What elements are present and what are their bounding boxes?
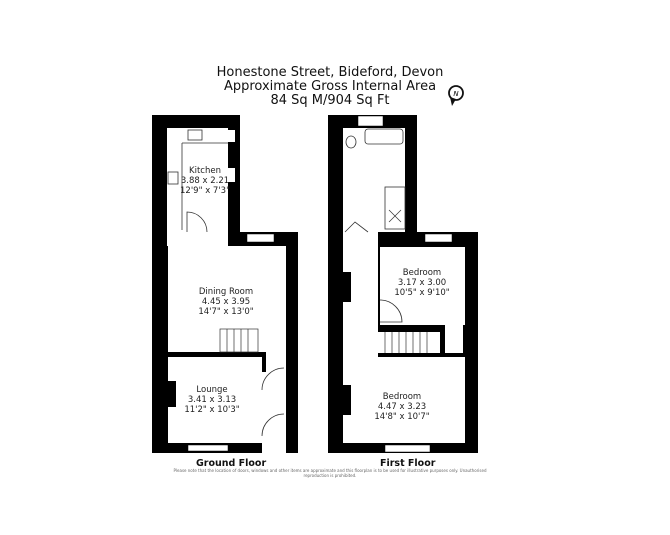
svg-text:Dining Room: Dining Room	[199, 287, 253, 297]
stairs-icon	[219, 328, 259, 353]
svg-text:Bedroom: Bedroom	[383, 392, 421, 402]
svg-text:10'5" x 9'10": 10'5" x 9'10"	[394, 288, 449, 298]
door-icon	[186, 211, 208, 233]
svg-text:11'2" x 10'3": 11'2" x 10'3"	[184, 405, 239, 415]
ground-floor-label: Ground Floor	[196, 458, 267, 469]
compass-icon: N	[448, 85, 464, 106]
fireplace-icon	[343, 385, 351, 415]
svg-text:3.41 x 3.13: 3.41 x 3.13	[188, 395, 236, 405]
window	[424, 233, 453, 243]
first-floor-plan: Bedroom 3.17 x 3.00 10'5" x 9'10" Bedroo…	[328, 115, 478, 453]
hob-icon	[167, 171, 179, 185]
toilet-icon	[345, 135, 357, 149]
svg-text:14'7" x 13'0": 14'7" x 13'0"	[198, 307, 253, 317]
window	[246, 233, 275, 243]
fireplace-icon	[168, 381, 176, 407]
svg-text:12'9" x 7'3": 12'9" x 7'3"	[180, 186, 230, 196]
disclaimer: Please note that the location of doors, …	[173, 468, 487, 478]
svg-text:Lounge: Lounge	[196, 385, 227, 395]
area-value: 84 Sq M/904 Sq Ft	[270, 93, 390, 108]
first-floor-label: First Floor	[380, 458, 436, 469]
window	[384, 444, 431, 453]
door-icon	[379, 299, 403, 323]
area-label: Approximate Gross Internal Area	[223, 79, 437, 94]
svg-text:Bedroom: Bedroom	[403, 268, 441, 278]
window	[187, 444, 229, 452]
door-icon	[261, 367, 285, 391]
svg-text:Kitchen: Kitchen	[189, 166, 221, 176]
address: Honestone Street, Bideford, Devon	[216, 65, 444, 80]
bath-icon	[364, 128, 404, 145]
stairs-icon	[384, 332, 428, 353]
plan-title: Honestone Street, Bideford, Devon Approx…	[190, 66, 470, 108]
ground-floor-plan: Kitchen 3.88 x 2.21 12'9" x 7'3" Dining …	[152, 115, 298, 453]
svg-text:3.88 x 2.21: 3.88 x 2.21	[181, 176, 229, 186]
svg-text:4.47 x 3.23: 4.47 x 3.23	[378, 402, 426, 412]
sink-icon	[187, 129, 203, 141]
window	[357, 115, 384, 127]
svg-text:3.17 x 3.00: 3.17 x 3.00	[398, 278, 446, 288]
fireplace-icon	[343, 272, 351, 302]
front-door-icon	[261, 413, 285, 437]
svg-text:N: N	[453, 90, 459, 98]
shower-icon	[388, 209, 402, 223]
svg-text:14'8" x 10'7": 14'8" x 10'7"	[374, 412, 429, 422]
svg-text:4.45 x 3.95: 4.45 x 3.95	[202, 297, 250, 307]
